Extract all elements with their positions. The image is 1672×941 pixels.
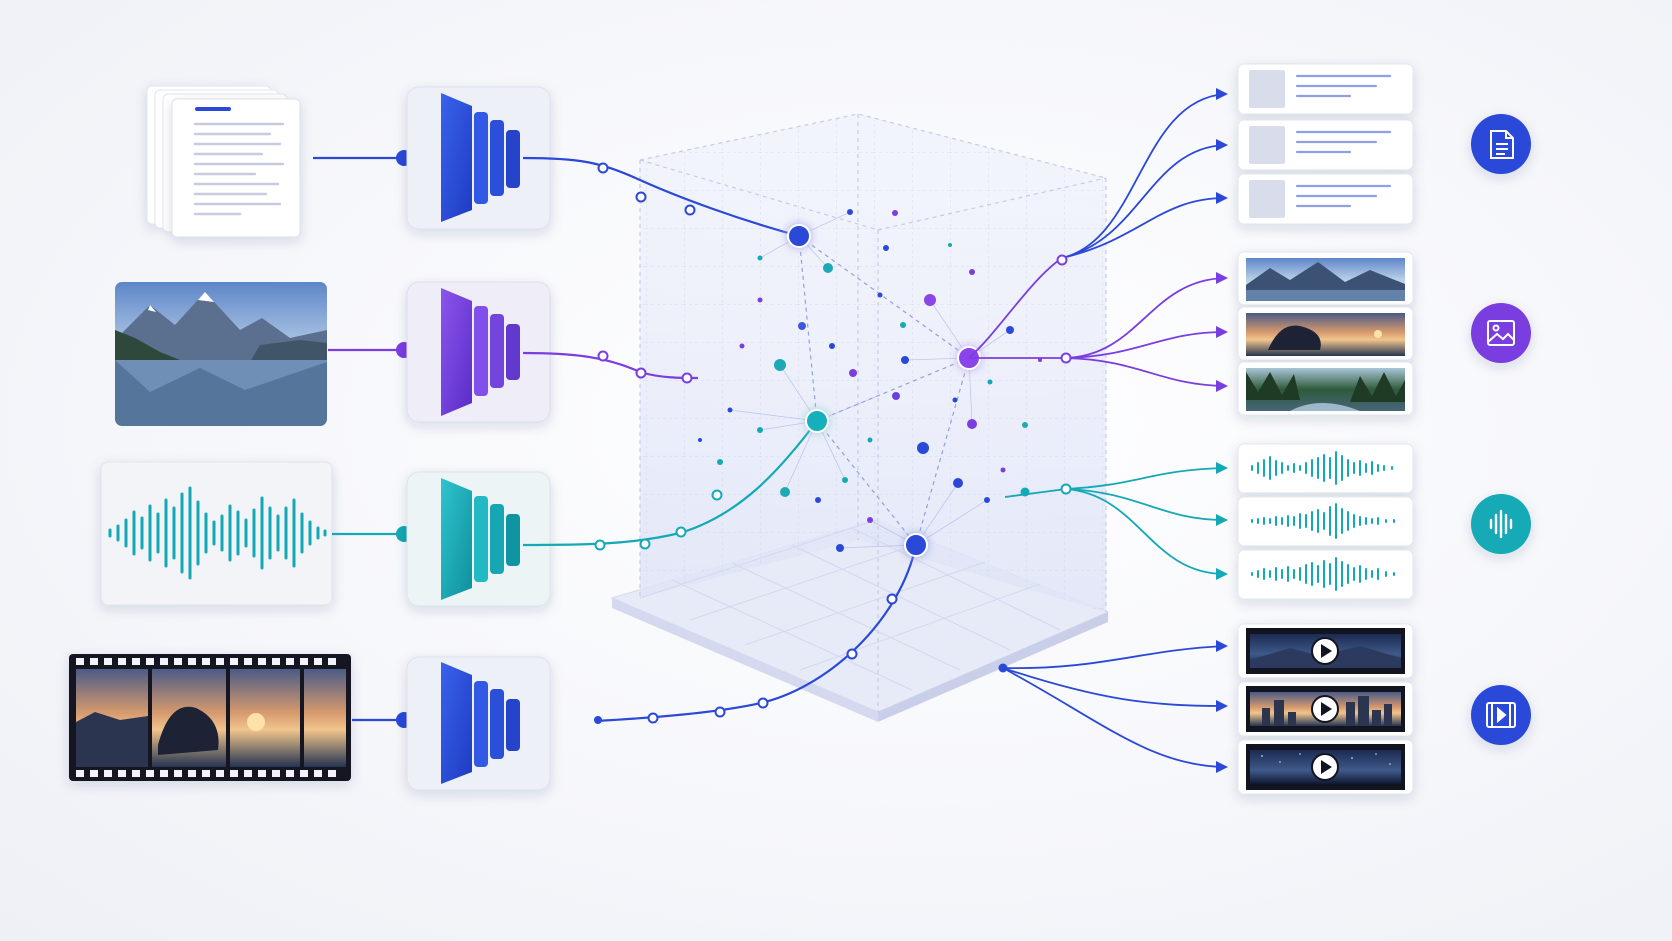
result-video-1[interactable] [1237, 623, 1414, 679]
encoder-text[interactable] [406, 86, 551, 230]
result-image-3[interactable] [1237, 361, 1414, 416]
input-text-documents[interactable] [146, 85, 301, 238]
hub-link-audio-video [816, 420, 917, 546]
path-to-audio-result-1 [1065, 467, 1226, 490]
path-to-image-result-3 [1065, 357, 1226, 387]
hub-link-text-audio [798, 235, 818, 422]
hub-video [904, 533, 928, 557]
embedding-space-cube [610, 113, 1110, 722]
path-image-to-hub [522, 351, 699, 380]
encoder-video[interactable] [406, 656, 551, 791]
encoder-audio[interactable] [406, 471, 551, 607]
input-audio-waveform[interactable] [100, 461, 333, 606]
result-audio-2[interactable] [1237, 496, 1414, 547]
badge-text[interactable] [1471, 114, 1531, 174]
hub-link-image-video [915, 357, 970, 546]
path-to-image-result-2 [1065, 331, 1226, 359]
path-to-audio-result-2 [1065, 488, 1226, 521]
path-to-audio-result-3 [1065, 488, 1226, 575]
result-audio-3[interactable] [1237, 549, 1414, 600]
result-image-1[interactable] [1237, 251, 1414, 306]
result-text-1[interactable] [1237, 63, 1414, 115]
result-audio-1[interactable] [1237, 443, 1414, 494]
path-to-text-result-3 [1061, 197, 1226, 259]
result-image-2[interactable] [1237, 306, 1414, 361]
path-to-text-result-1 [1061, 93, 1226, 259]
result-text-2[interactable] [1237, 119, 1414, 171]
path-hub-to-text-fan [968, 257, 1063, 359]
result-video-2[interactable] [1237, 681, 1414, 737]
badge-image[interactable] [1471, 303, 1531, 363]
video-icon [1486, 702, 1516, 728]
audio-wave-icon [1489, 509, 1513, 539]
document-icon [1490, 130, 1514, 159]
path-to-video-result-1 [1002, 645, 1226, 670]
result-text-3[interactable] [1237, 173, 1414, 225]
hub-audio [805, 409, 829, 433]
hub-link-text-image [798, 235, 970, 359]
hub-text [787, 224, 811, 248]
embedding-particles [698, 209, 1042, 552]
path-to-video-result-3 [1002, 667, 1226, 768]
badge-audio[interactable] [1471, 494, 1531, 554]
path-to-image-result-1 [1065, 277, 1226, 359]
path-hub-to-audio-fan [1004, 488, 1067, 498]
path-text-to-hub [522, 156, 800, 238]
image-icon [1487, 320, 1515, 346]
result-video-3[interactable] [1237, 739, 1414, 795]
encoder-image[interactable] [406, 281, 551, 423]
path-to-video-result-2 [1002, 667, 1226, 707]
badge-video[interactable] [1471, 685, 1531, 745]
path-to-text-result-2 [1061, 144, 1226, 259]
input-image-photo[interactable] [115, 282, 327, 426]
input-video-filmstrip[interactable] [69, 654, 351, 781]
